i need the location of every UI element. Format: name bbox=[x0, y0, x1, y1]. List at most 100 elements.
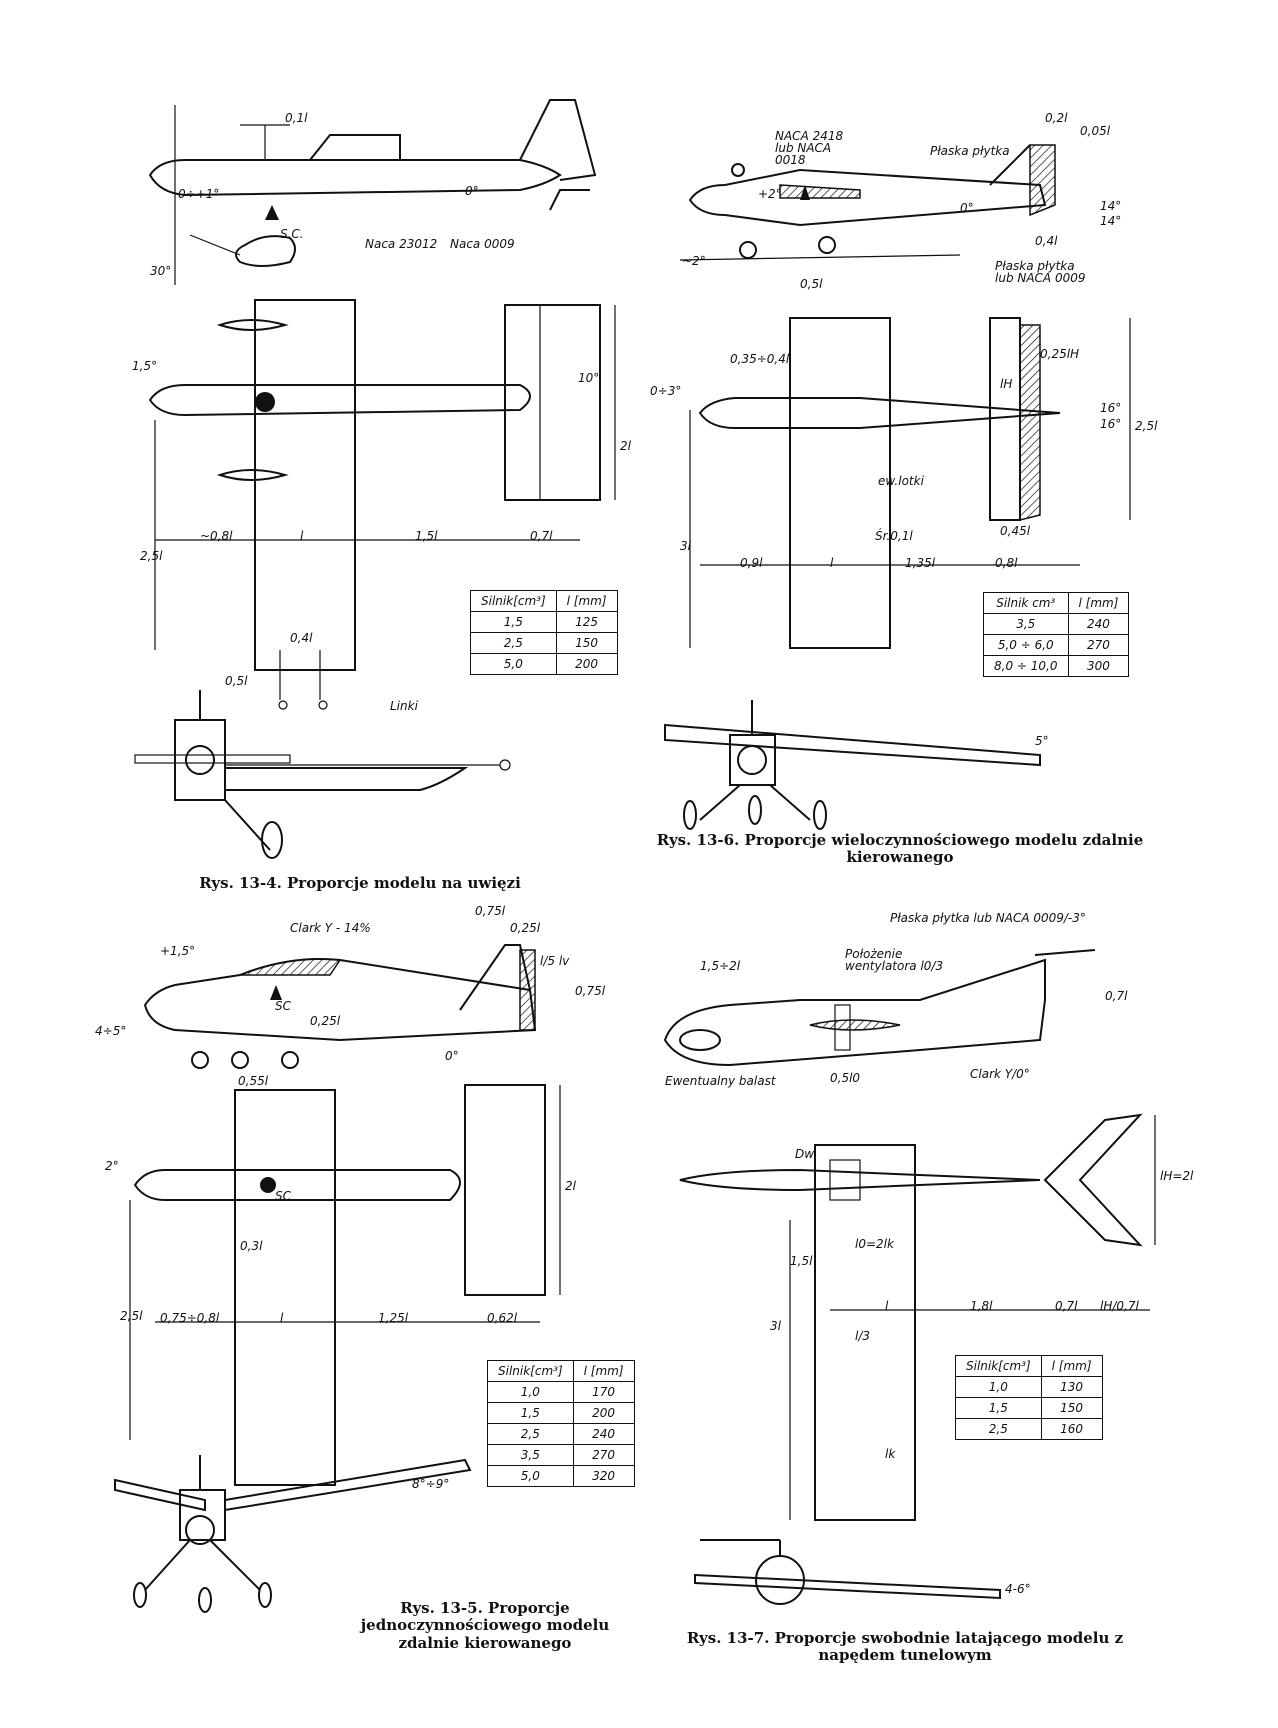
table-cell: 200 bbox=[555, 653, 618, 675]
table-cell: 240 bbox=[572, 1423, 635, 1445]
f135-dim-1: 0,75÷0,8l bbox=[160, 1311, 220, 1325]
f137-dim-lo: l0=2lk bbox=[855, 1237, 894, 1251]
table-cell: 1,5 bbox=[487, 1402, 574, 1424]
f136-caption: Rys. 13-6. Proporcje wieloczynnościowego… bbox=[656, 831, 1144, 867]
f136-angle-engine: 0÷3° bbox=[650, 384, 682, 398]
table-cell: 1,0 bbox=[955, 1376, 1042, 1398]
f134-span-tail: 2l bbox=[620, 439, 631, 453]
table-header: l [mm] bbox=[1067, 592, 1130, 614]
f135-span-tail: 2l bbox=[565, 1179, 576, 1193]
f135-angle-dihedral: 8°÷9° bbox=[412, 1477, 450, 1491]
table-cell: 240 bbox=[1067, 613, 1130, 635]
f134-dim-4: 0,7l bbox=[530, 529, 553, 543]
table-header: l [mm] bbox=[572, 1360, 635, 1382]
f136-dim-3: 1,35l bbox=[905, 556, 936, 570]
table-cell: 8,0 ÷ 10,0 bbox=[983, 655, 1069, 677]
f136-dim-025: 0,25lH bbox=[1040, 347, 1080, 361]
table-cell: 2,5 bbox=[470, 632, 557, 654]
f135-angle-side: 2° bbox=[105, 1159, 119, 1173]
f135-dim-075v: 0,75l bbox=[575, 984, 606, 998]
f134-dim-2: l bbox=[300, 529, 304, 543]
f136-dim-005: 0,05l bbox=[1080, 124, 1111, 138]
f136-span-left: 3l bbox=[680, 539, 691, 553]
table-cell: 5,0 bbox=[487, 1465, 574, 1487]
table-cell: 160 bbox=[1040, 1418, 1103, 1440]
f136-angle-16a: 16° bbox=[1100, 401, 1122, 415]
table-cell: 320 bbox=[572, 1465, 635, 1487]
f136-airfoil-wing: NACA 2418 lub NACA 0018 bbox=[775, 129, 844, 167]
fig-13-6-top-view bbox=[689, 317, 1131, 649]
fig-13-7-front-view bbox=[694, 1539, 1001, 1605]
f136-ailerons: ew.lotki bbox=[878, 474, 924, 488]
f135-angle-tail: 0° bbox=[445, 1049, 459, 1063]
f134-dim-top: 0,1l bbox=[285, 111, 308, 125]
table-header: l [mm] bbox=[555, 590, 618, 612]
f137-dim-4: lH/0,7l bbox=[1100, 1299, 1139, 1313]
f136-dim-04: 0,4l bbox=[1035, 234, 1058, 248]
f137-dim-3: 0,7l bbox=[1055, 1299, 1078, 1313]
f135-dim-03: 0,3l bbox=[240, 1239, 263, 1253]
f136-dim-4: 0,8l bbox=[995, 556, 1018, 570]
table-cell: 270 bbox=[572, 1444, 635, 1466]
f134-airfoil-wing: Naca 23012 bbox=[365, 237, 438, 251]
f137-lk: lk bbox=[885, 1447, 896, 1461]
table-cell: 200 bbox=[572, 1402, 635, 1424]
f137-dim-2: 1,8l bbox=[970, 1299, 993, 1313]
f137-span-left: 3l bbox=[770, 1319, 781, 1333]
table-header: Silnik[cm³] bbox=[955, 1355, 1042, 1377]
table-cell: 125 bbox=[555, 611, 618, 633]
f135-l-over-5: l/5 lv bbox=[540, 954, 570, 968]
f134-dim-1: ~0,8l bbox=[200, 529, 233, 543]
f136-dim-05: 0,5l bbox=[800, 277, 823, 291]
table-header: l [mm] bbox=[1040, 1355, 1103, 1377]
f135-dim-2: l bbox=[280, 1311, 284, 1325]
f135-sc-top: SC bbox=[275, 1189, 291, 1203]
table-header: Silnik[cm³] bbox=[470, 590, 557, 612]
f136-mac: Śr.0,1l bbox=[875, 529, 913, 543]
f135-angle-engine: 4÷5° bbox=[95, 1024, 127, 1038]
f136-angle-wing: +2° bbox=[758, 187, 782, 201]
f137-dim-05: 0,5l0 bbox=[830, 1071, 861, 1085]
f134-angle-gear: 30° bbox=[150, 264, 172, 278]
f136-angle-tail: 0° bbox=[960, 201, 974, 215]
f136-angle-dihedral: 5° bbox=[1035, 734, 1049, 748]
table-cell: 5,0 ÷ 6,0 bbox=[983, 634, 1069, 656]
f134-angle-rudder: 10° bbox=[578, 371, 600, 385]
table-cell: 270 bbox=[1067, 634, 1130, 656]
table-cell: 1,5 bbox=[955, 1397, 1042, 1419]
table-cell: 1,5 bbox=[470, 611, 557, 633]
f136-dim-035: 0,35÷0,4l bbox=[730, 352, 790, 366]
f134-sc: S.C. bbox=[280, 227, 304, 241]
fig-13-4-front-view bbox=[134, 690, 511, 859]
f137-ballast: Ewentualny balast bbox=[665, 1074, 776, 1088]
f136-dim-02: 0,2l bbox=[1045, 111, 1068, 125]
table-cell: 170 bbox=[572, 1381, 635, 1403]
f134-angle-tail: 0° bbox=[465, 184, 479, 198]
f135-angle-wing: +1,5° bbox=[160, 944, 196, 958]
table-header: Silnik cm³ bbox=[983, 592, 1069, 614]
f137-dw: Dw bbox=[795, 1147, 815, 1161]
f137-span-tail: lH=2l bbox=[1160, 1169, 1194, 1183]
f134-airfoil-tail: Naca 0009 bbox=[450, 237, 515, 251]
f137-tail-plate: Płaska płytka lub NACA 0009/-3° bbox=[890, 911, 1086, 925]
fig-13-4-side-view bbox=[148, 99, 597, 285]
f137-fan-pos: Położenie wentylatora l0/3 bbox=[845, 947, 944, 973]
f135-dim-02: 0,25l bbox=[310, 1014, 341, 1028]
f135-dim-075: 0,75l bbox=[475, 904, 506, 918]
fig-13-5-top-view bbox=[129, 1084, 561, 1486]
f136-dim-045: 0,45l bbox=[1000, 524, 1031, 538]
f135-dim-4: 0,62l bbox=[487, 1311, 518, 1325]
